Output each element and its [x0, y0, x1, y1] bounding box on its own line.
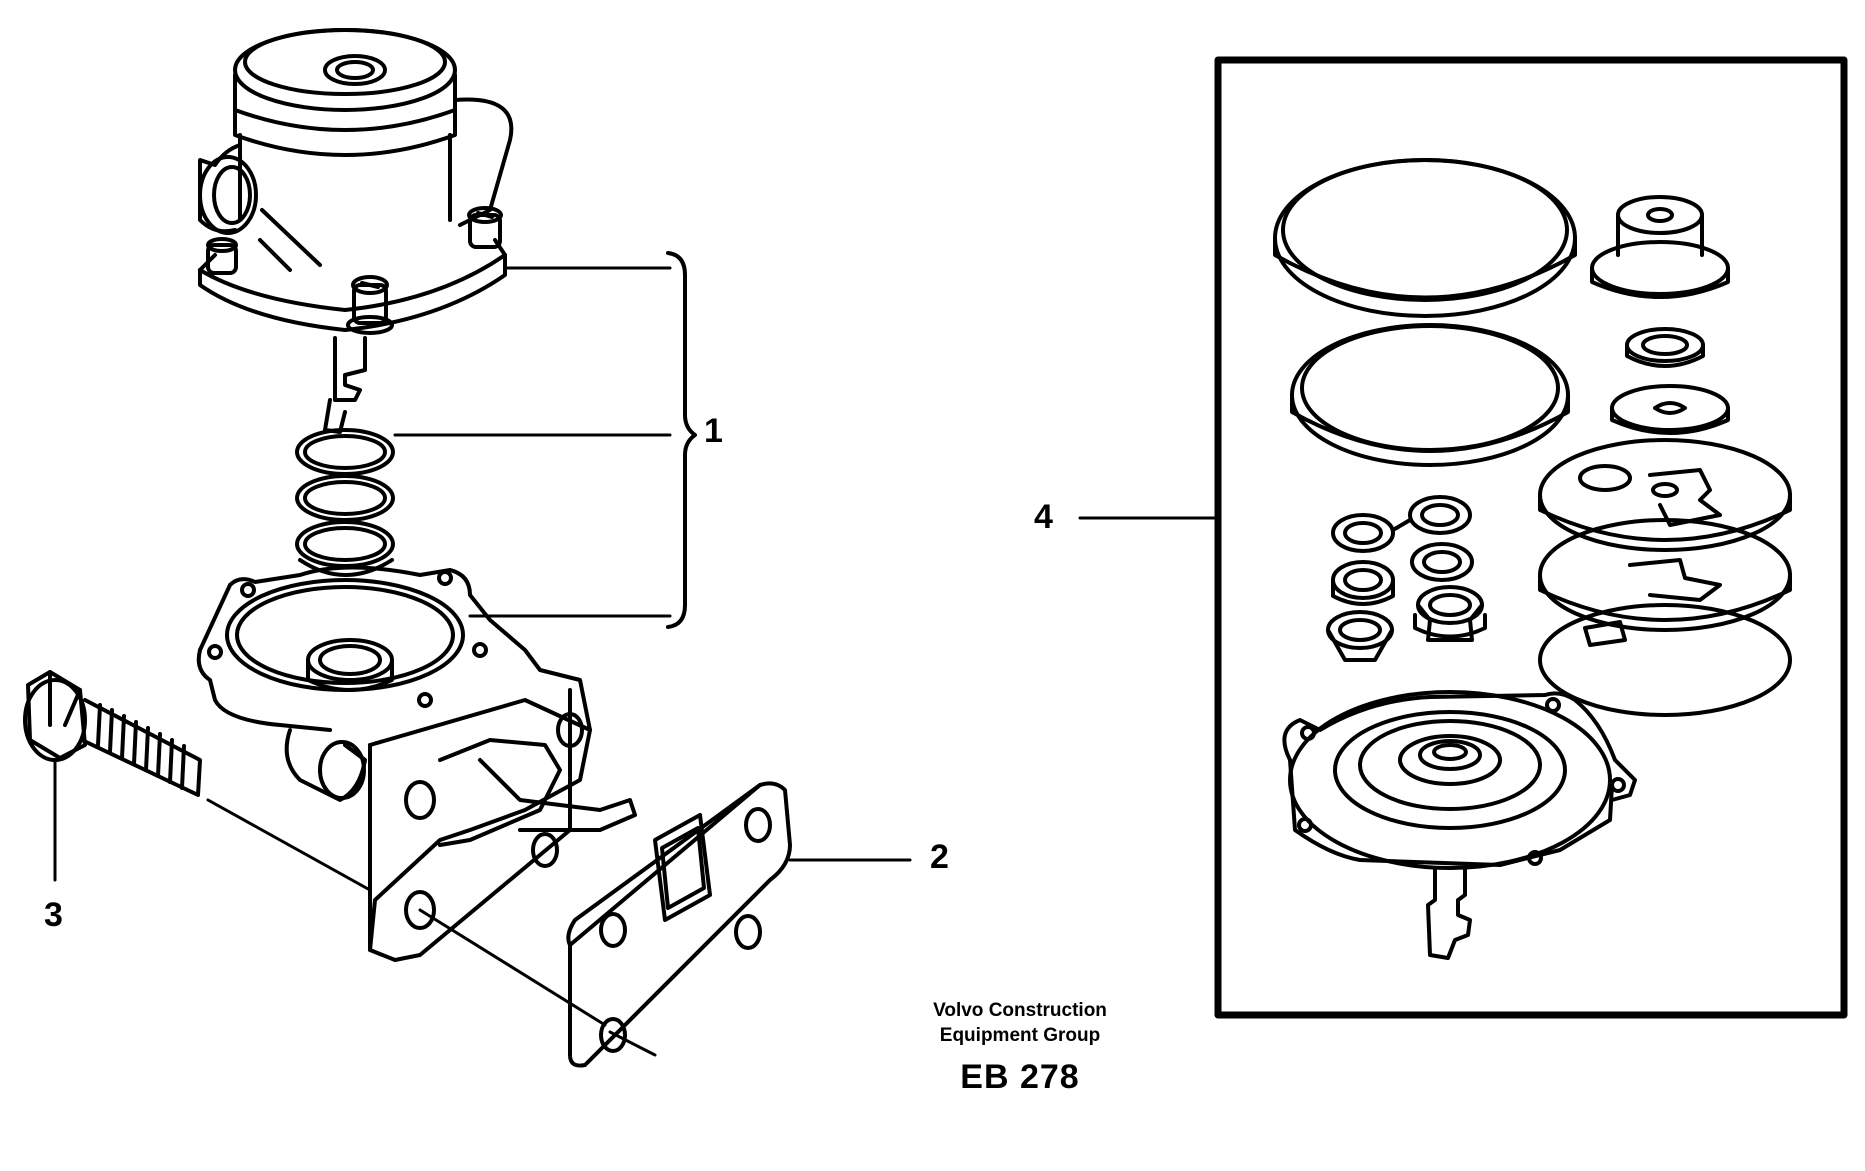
callout-4: 4	[1034, 498, 1053, 536]
pump-cover	[198, 28, 514, 335]
gasket	[418, 781, 792, 1068]
leader-lines	[53, 251, 1217, 882]
callout-1: 1	[704, 412, 723, 450]
pump-body	[196, 565, 637, 962]
repair-kit-frame	[1214, 56, 1848, 1019]
publisher-credit: Volvo Construction Equipment Group EB 27…	[900, 998, 1140, 1097]
bolt	[23, 670, 372, 892]
plunger-and-spring	[295, 336, 395, 577]
publisher-name-line1: Volvo Construction	[933, 1000, 1107, 1021]
repair-kit-parts	[1273, 158, 1792, 960]
drawing-code: EB 278	[960, 1058, 1080, 1096]
callout-3: 3	[44, 896, 63, 934]
publisher-name-line2: Equipment Group	[939, 1025, 1101, 1046]
callout-2: 2	[930, 838, 949, 876]
